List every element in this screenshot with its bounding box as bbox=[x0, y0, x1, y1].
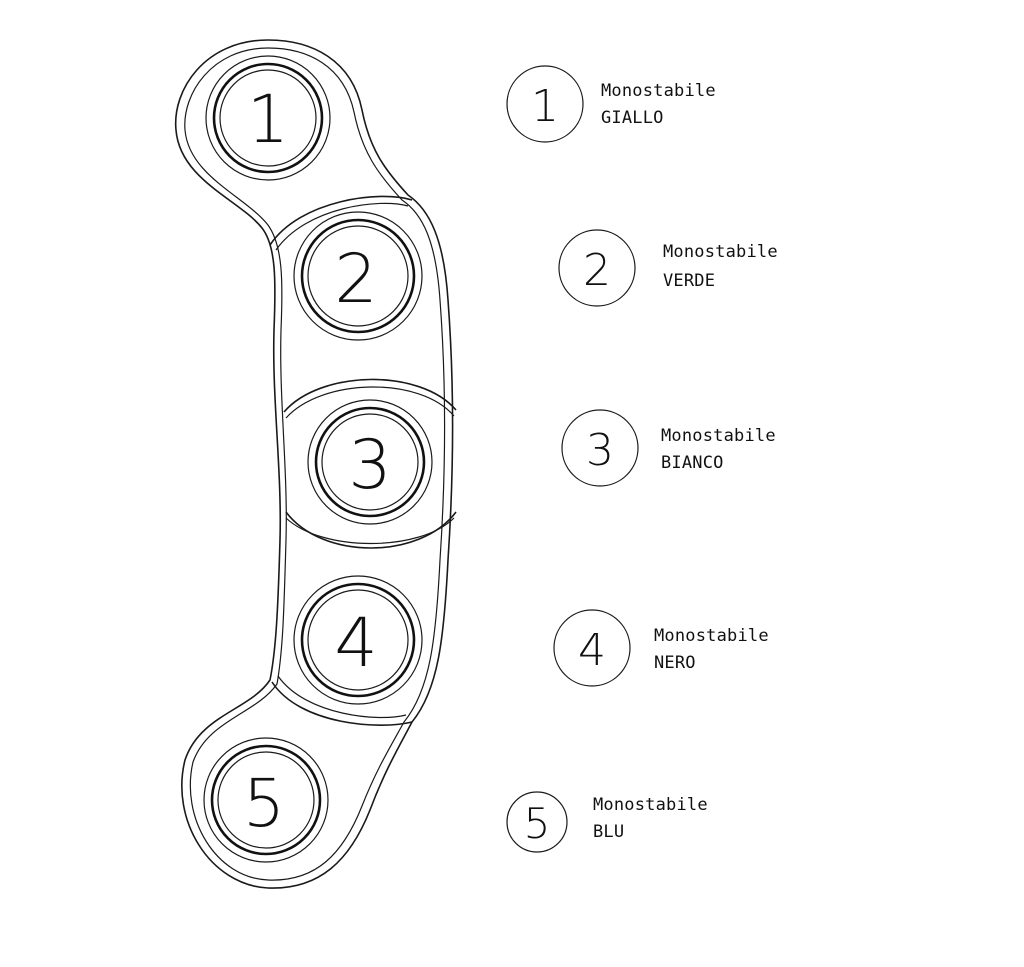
panel-button-1: 1 bbox=[205, 55, 331, 181]
legend-item-1: 1 Monostabile GIALLO bbox=[506, 65, 716, 143]
legend-number-5: 5 bbox=[524, 799, 551, 848]
legend-item-5: 5 Monostabile BLU bbox=[506, 791, 708, 853]
legend-number-3: 3 bbox=[586, 425, 614, 476]
panel-button-4-number: 4 bbox=[334, 604, 377, 683]
legend-number-1: 1 bbox=[531, 81, 559, 132]
panel-button-3-number: 3 bbox=[348, 426, 391, 505]
panel-button-5-number: 5 bbox=[243, 765, 285, 842]
panel-segment-lines bbox=[269, 195, 457, 726]
legend-color-3: BIANCO bbox=[661, 453, 724, 473]
panel-button-1-number: 1 bbox=[247, 81, 289, 158]
legend-number-4: 4 bbox=[578, 625, 606, 676]
legend-item-4: 4 Monostabile NERO bbox=[553, 609, 769, 687]
panel-outline bbox=[174, 39, 454, 889]
legend-color-1: GIALLO bbox=[601, 108, 664, 128]
legend-type-1: Monostabile bbox=[601, 81, 716, 101]
panel-button-3: 3 bbox=[307, 399, 433, 525]
legend-type-4: Monostabile bbox=[654, 626, 769, 646]
legend-type-5: Monostabile bbox=[593, 795, 708, 815]
legend-color-5: BLU bbox=[593, 822, 624, 842]
panel-button-2: 2 bbox=[293, 211, 423, 341]
legend-type-3: Monostabile bbox=[661, 426, 776, 446]
panel-button-2-number: 2 bbox=[334, 240, 377, 319]
panel-button-4: 4 bbox=[293, 575, 423, 705]
legend-color-4: NERO bbox=[654, 653, 696, 673]
legend-item-3: 3 Monostabile BIANCO bbox=[561, 409, 776, 487]
legend-number-2: 2 bbox=[583, 245, 611, 296]
legend-type-2: Monostabile bbox=[663, 242, 778, 262]
legend-item-2: 2 Monostabile VERDE bbox=[558, 229, 778, 307]
panel-button-5: 5 bbox=[203, 737, 329, 863]
legend-color-2: VERDE bbox=[663, 271, 715, 291]
